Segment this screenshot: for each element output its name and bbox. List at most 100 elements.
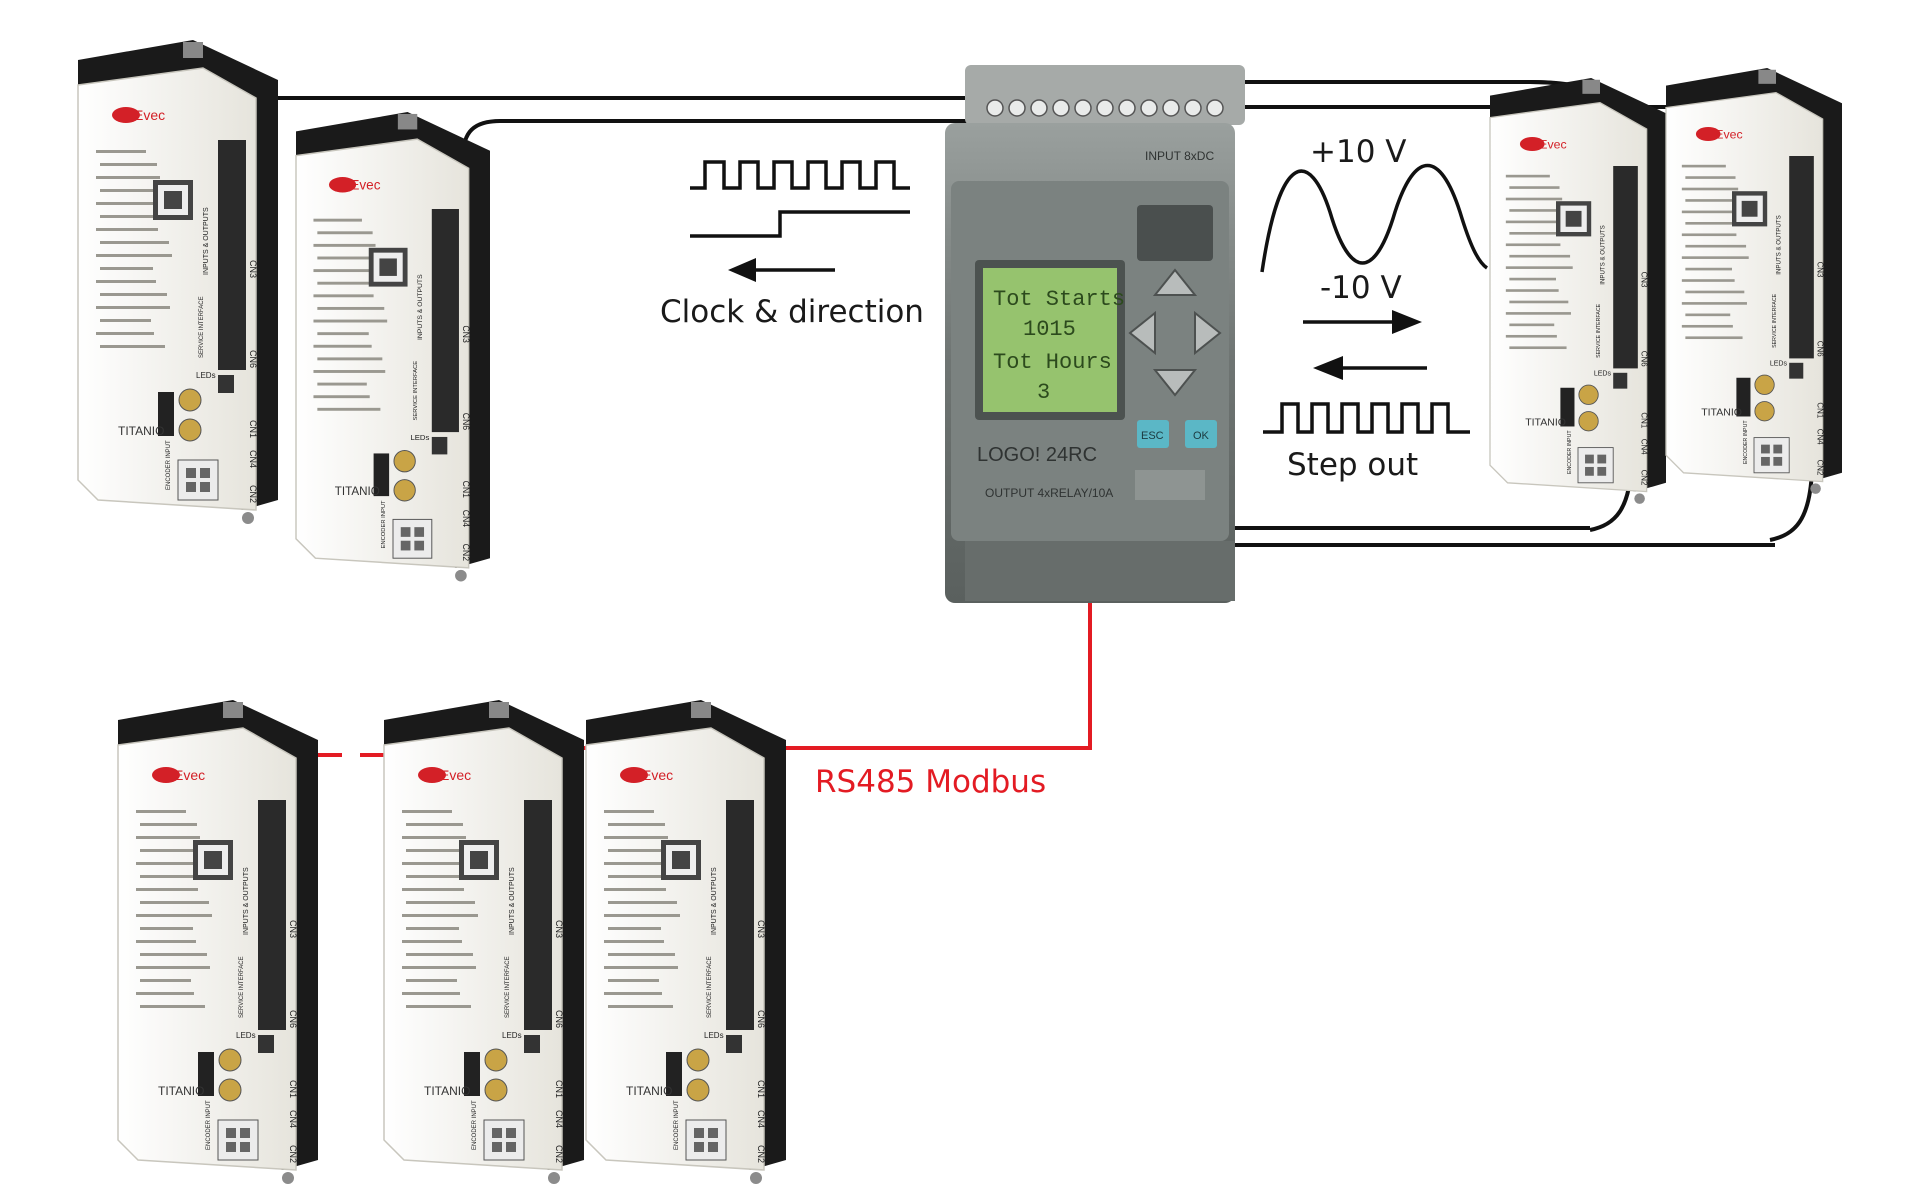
pulse-train-icon bbox=[690, 160, 910, 190]
cn1-label: CN1 bbox=[288, 1080, 298, 1098]
spec-line bbox=[136, 992, 194, 995]
service-label: SERVICE INTERFACE bbox=[413, 361, 419, 421]
driver-name: TITANIO bbox=[424, 1084, 470, 1098]
spec-line bbox=[136, 940, 196, 943]
cn6-label: CN6 bbox=[1815, 341, 1824, 357]
clock-direction-signals bbox=[690, 160, 910, 282]
spec-line bbox=[317, 407, 381, 411]
spec-line bbox=[1685, 244, 1747, 248]
spec-line bbox=[402, 914, 478, 917]
spec-line bbox=[1685, 199, 1748, 202]
brand-logo-icon bbox=[112, 107, 140, 123]
spec-line bbox=[313, 218, 362, 222]
encoder-label: ENCODER INPUT bbox=[1743, 420, 1749, 464]
rotary-switch-icon bbox=[218, 1078, 242, 1102]
minus-10v-label: -10 V bbox=[1320, 270, 1402, 306]
led-block bbox=[218, 375, 234, 393]
key-right-icon[interactable] bbox=[1194, 310, 1222, 356]
spec-line bbox=[1685, 176, 1736, 179]
service-label: SERVICE INTERFACE bbox=[707, 956, 713, 1018]
spec-line bbox=[1685, 222, 1734, 225]
rs485-modbus-label: RS485 Modbus bbox=[815, 764, 1046, 800]
spec-line bbox=[136, 966, 210, 969]
cn2-label: CN2 bbox=[1639, 470, 1648, 486]
spec-line bbox=[317, 332, 369, 336]
leds-label: LEDs bbox=[410, 433, 429, 442]
direction-step-icon bbox=[690, 210, 910, 238]
cn2-label: CN2 bbox=[288, 1145, 298, 1163]
rotary-switch-icon bbox=[484, 1078, 508, 1102]
cn4-label: CN4 bbox=[288, 1110, 298, 1128]
spec-line bbox=[96, 202, 174, 205]
spec-line bbox=[100, 163, 157, 166]
io-label: INPUTS & OUTPUTS bbox=[1599, 225, 1606, 285]
spec-line bbox=[608, 927, 661, 930]
driver-name: TITANIO bbox=[335, 485, 380, 498]
rotary-switch-icon bbox=[218, 1048, 242, 1072]
lcd-line-1: Tot Starts bbox=[993, 287, 1125, 312]
plc-terminal-strip-bottom bbox=[965, 541, 1235, 601]
cn3-label: CN3 bbox=[554, 920, 564, 938]
io-connector bbox=[258, 800, 286, 1030]
cn3-label: CN3 bbox=[288, 920, 298, 938]
spec-line bbox=[140, 875, 195, 878]
spec-line bbox=[1509, 254, 1571, 258]
lcd-line-4: 3 bbox=[1037, 380, 1050, 405]
dip-switch bbox=[1736, 377, 1751, 417]
spec-line bbox=[1681, 210, 1751, 214]
plc-esc-button[interactable] bbox=[1137, 420, 1169, 448]
rotary-switch-icon bbox=[178, 418, 202, 442]
plus-10v-label: +10 V bbox=[1310, 134, 1406, 170]
ground-screw-icon bbox=[750, 1172, 762, 1184]
plc-bottom-window bbox=[1135, 470, 1205, 500]
dip-switch bbox=[198, 1052, 214, 1096]
spec-line bbox=[406, 901, 475, 904]
spec-line bbox=[96, 150, 146, 153]
mount-tab bbox=[397, 113, 418, 130]
key-up-icon[interactable] bbox=[1152, 268, 1198, 296]
spec-line bbox=[140, 823, 197, 826]
lcd-line-3: Tot Hours bbox=[993, 350, 1112, 375]
key-left-icon[interactable] bbox=[1128, 310, 1156, 356]
io-connector bbox=[431, 209, 459, 433]
plc-ok-button[interactable] bbox=[1185, 420, 1217, 448]
brand-logo-icon bbox=[152, 767, 180, 783]
spec-line bbox=[1685, 267, 1732, 271]
spec-line bbox=[1509, 346, 1567, 350]
spec-line bbox=[100, 319, 151, 322]
cn4-label: CN4 bbox=[756, 1110, 766, 1128]
spec-line bbox=[402, 862, 480, 865]
key-down-icon[interactable] bbox=[1152, 369, 1198, 397]
led-block bbox=[726, 1035, 742, 1053]
plc-lcd-text: Tot Starts 1015 Tot Hours 3 bbox=[993, 287, 1125, 405]
spec-line bbox=[100, 241, 169, 244]
spec-line bbox=[140, 849, 211, 852]
encoder-label: ENCODER INPUT bbox=[472, 1100, 478, 1150]
spec-line bbox=[1681, 324, 1733, 328]
power-connector bbox=[177, 459, 219, 501]
spec-line bbox=[406, 979, 457, 982]
spec-line bbox=[140, 1005, 205, 1008]
spec-line bbox=[100, 189, 171, 192]
spec-line bbox=[402, 836, 466, 839]
rotary-switch-icon bbox=[393, 450, 416, 473]
spec-line bbox=[1509, 277, 1556, 281]
dip-switch bbox=[373, 453, 390, 497]
spec-line bbox=[604, 836, 668, 839]
spec-line bbox=[604, 992, 662, 995]
cn6-label: CN6 bbox=[554, 1010, 564, 1028]
spec-line bbox=[136, 810, 186, 813]
plc-cursor-keys[interactable] bbox=[1128, 268, 1222, 397]
cn3-label: CN3 bbox=[461, 325, 471, 343]
rotary-switch-icon bbox=[393, 479, 416, 502]
spec-line bbox=[402, 888, 464, 891]
arrow-left-head-1 bbox=[728, 258, 756, 282]
power-connector bbox=[483, 1119, 525, 1161]
spec-line bbox=[402, 940, 462, 943]
cn6-label: CN6 bbox=[248, 350, 258, 368]
